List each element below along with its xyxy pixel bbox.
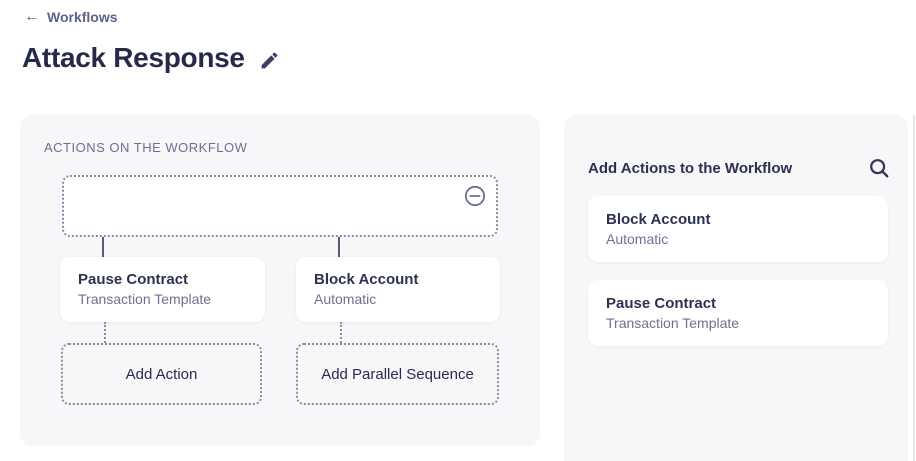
page-title-row: Attack Response bbox=[22, 42, 280, 74]
minus-circle-icon[interactable] bbox=[464, 185, 486, 207]
back-link-label: Workflows bbox=[47, 9, 118, 25]
dotted-connector-line bbox=[104, 322, 106, 343]
node-subtitle: Transaction Template bbox=[78, 291, 212, 307]
workflow-node-pause-contract[interactable]: Pause Contract Transaction Template bbox=[60, 257, 265, 322]
node-title: Block Account bbox=[314, 271, 419, 288]
connector-line bbox=[338, 237, 340, 257]
arrow-left-icon: ← bbox=[24, 8, 40, 25]
action-library-panel: Add Actions to the Workflow Block Accoun… bbox=[564, 115, 908, 461]
library-item-subtitle: Automatic bbox=[606, 230, 669, 247]
page-title: Attack Response bbox=[22, 42, 245, 73]
dotted-connector-line bbox=[340, 322, 342, 343]
pencil-icon[interactable] bbox=[259, 50, 280, 71]
library-item-block-account[interactable]: Block Account Automatic bbox=[588, 196, 888, 262]
library-item-pause-contract[interactable]: Pause Contract Transaction Template bbox=[588, 280, 888, 346]
action-library-title: Add Actions to the Workflow bbox=[588, 159, 793, 177]
library-item-title: Pause Contract bbox=[606, 294, 717, 312]
add-action-button[interactable]: Add Action bbox=[61, 343, 262, 405]
add-action-label: Add Action bbox=[125, 365, 198, 383]
workflow-canvas-panel: ACTIONS ON THE WORKFLOW Pause Contract T… bbox=[20, 115, 540, 446]
right-edge-divider bbox=[913, 115, 915, 461]
node-title: Pause Contract bbox=[78, 271, 189, 288]
add-parallel-sequence-button[interactable]: Add Parallel Sequence bbox=[296, 343, 499, 405]
search-icon[interactable] bbox=[868, 157, 890, 179]
section-label: ACTIONS ON THE WORKFLOW bbox=[44, 140, 248, 155]
workflow-node-block-account[interactable]: Block Account Automatic bbox=[296, 257, 500, 322]
library-item-subtitle: Transaction Template bbox=[606, 314, 740, 331]
workflow-root-node[interactable] bbox=[62, 175, 498, 237]
library-item-title: Block Account bbox=[606, 210, 711, 228]
action-library-header: Add Actions to the Workflow bbox=[588, 157, 890, 179]
back-to-workflows-link[interactable]: ← Workflows bbox=[24, 8, 118, 26]
add-parallel-sequence-label: Add Parallel Sequence bbox=[321, 365, 474, 383]
connector-line bbox=[102, 237, 104, 257]
node-subtitle: Automatic bbox=[314, 291, 377, 307]
